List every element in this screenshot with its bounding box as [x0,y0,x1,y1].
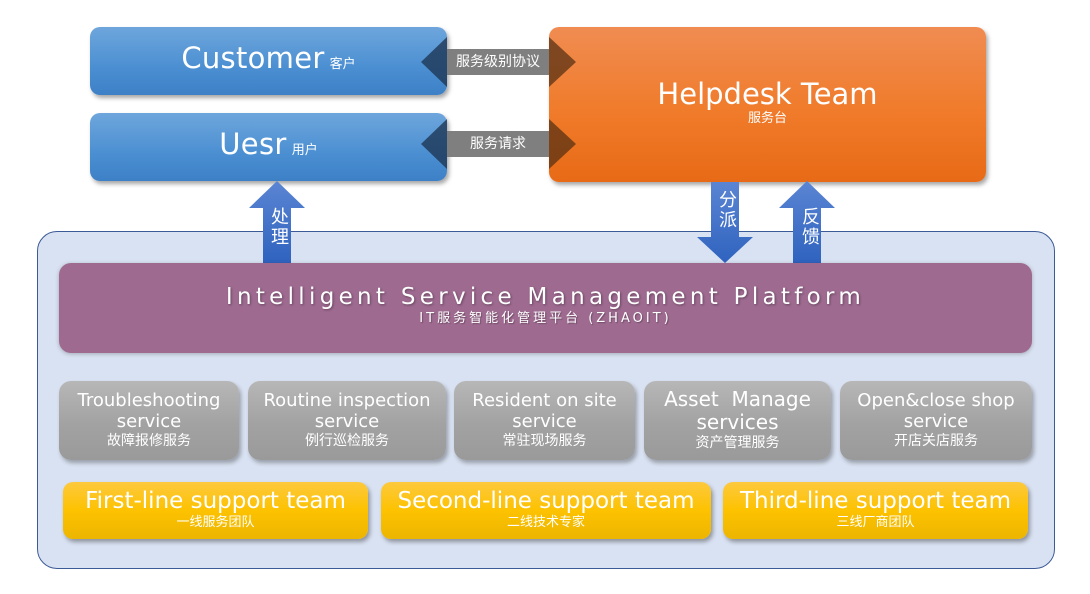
customer-label: Customer [181,41,325,75]
arrow-left-icon [421,119,447,169]
service-troubleshooting: Troubleshooting service 故障报修服务 [59,381,239,460]
feedback-arrow-label: 反馈 [799,207,820,247]
service-title: Open&close shop [857,390,1015,411]
team-title-cn: 三线厂商团队 [836,515,915,530]
team-title: Second-line support team [397,488,695,514]
service-title-cn: 例行巡检服务 [305,433,389,449]
team-first-line: First-line support team 一线服务团队 [63,482,368,539]
team-title-cn: 一线服务团队 [176,515,255,530]
arrow-down-icon [697,182,753,263]
service-routine-inspection: Routine inspection service 例行巡检服务 [248,381,446,460]
customer-box: Customer 客户 [90,27,447,95]
service-title: Troubleshooting [77,390,221,411]
service-title-cn: 开店关店服务 [894,433,978,449]
team-title: Third-line support team [739,488,1012,514]
arrow-left-icon [421,37,447,87]
handle-arrow-label: 处理 [268,207,289,247]
sla-arrow-label: 服务级别协议 [456,54,540,70]
service-title: service [512,411,577,432]
service-title-cn: 资产管理服务 [695,435,780,451]
request-arrow-label: 服务请求 [470,136,526,152]
arrow-right-icon [549,37,576,87]
service-title: Asset Manage [664,387,811,411]
dispatch-arrow-label: 分派 [716,190,737,230]
team-second-line: Second-line support team 二线技术专家 [381,482,711,539]
service-title: service [314,411,380,432]
platform-title: Intelligent Service Management Platform [225,284,866,310]
team-third-line: Third-line support team 三线厂商团队 [723,482,1028,539]
helpdesk-label-cn: 服务台 [747,111,787,126]
service-title: service [116,411,182,432]
user-label-cn: 用户 [291,143,318,158]
customer-label-cn: 客户 [329,57,356,72]
team-title-cn: 二线技术专家 [506,515,585,530]
team-title: First-line support team [85,488,346,514]
service-title: Resident on site [472,390,617,411]
service-title: Routine inspection [263,390,431,411]
platform-band: Intelligent Service Management Platform … [59,263,1032,353]
service-open-close-shop: Open&close shop service 开店关店服务 [840,381,1032,460]
sla-arrow-band: 服务级别协议 [447,49,549,75]
service-title: service [903,411,969,432]
arrow-right-icon [549,119,576,169]
service-title-cn: 常驻现场服务 [502,433,587,449]
user-label: Uesr [219,127,287,161]
request-arrow-band: 服务请求 [447,131,549,157]
helpdesk-label: Helpdesk Team [657,77,878,111]
user-box: Uesr 用户 [90,113,447,181]
service-resident-on-site: Resident on site service 常驻现场服务 [454,381,635,460]
service-title-cn: 故障报修服务 [107,433,191,449]
platform-subtitle: IT服务智能化管理平台 (ZHAOIT) [419,311,672,326]
arrow-up-icon [249,181,305,263]
arrow-up-icon [779,181,835,263]
service-asset-manage: Asset Manage services 资产管理服务 [644,381,831,460]
service-title: services [696,410,779,434]
helpdesk-box: Helpdesk Team 服务台 [549,27,986,182]
